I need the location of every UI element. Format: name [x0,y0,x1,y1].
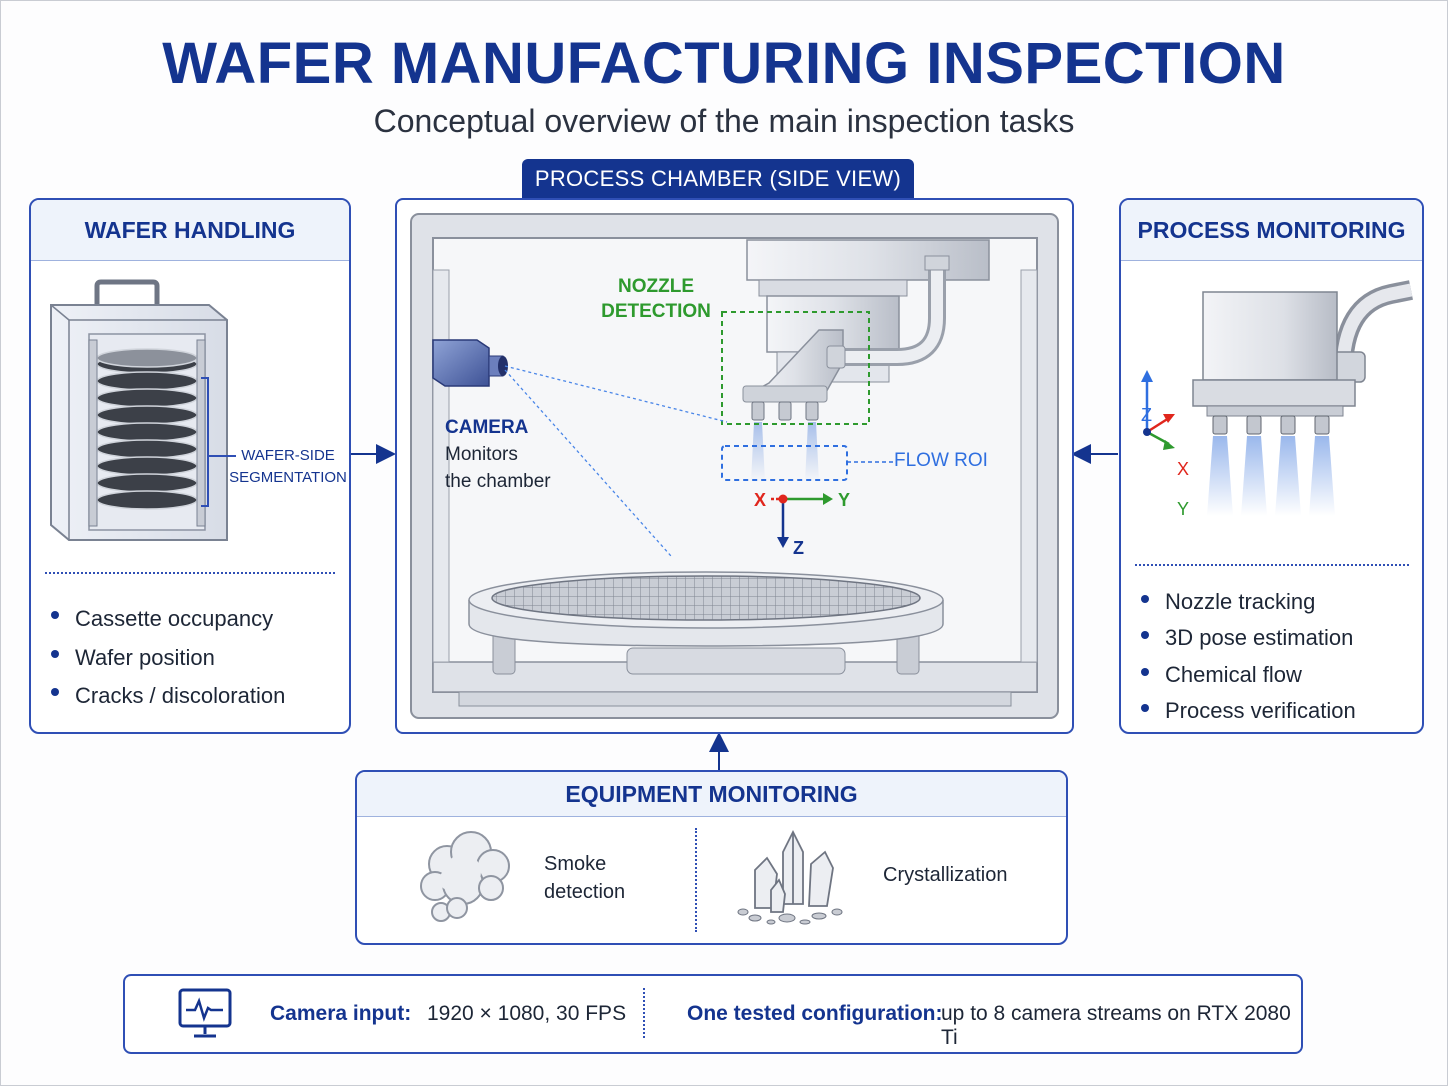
bullet-item: Cassette occupancy [49,600,285,639]
segmentation-line-2: SEGMENTATION [229,469,347,486]
wafer-handling-header: WAFER HANDLING [31,200,349,261]
equipment-monitoring-panel: EQUIPMENT MONITORING Smoke detection [355,770,1068,945]
crystal-icon [737,829,843,925]
axis-z-label: Z [793,538,804,558]
crystallization-label: Crystallization [883,864,1008,886]
wafer-handling-divider [45,572,335,574]
bullet-item: Wafer position [49,639,285,678]
nozzle-detection-box [721,311,870,425]
bullet-item: Process verification [1139,693,1356,729]
process-chamber-panel: NOZZLE DETECTION CAMERA Monitors the cha… [395,198,1074,734]
nozzle-pose-illustration [1141,280,1413,516]
segmentation-line-1: WAFER-SIDE [241,447,335,464]
axis-y-label: Y [838,490,851,510]
chamber-illustration [410,213,1059,719]
flow-roi-label: FLOW ROI [894,450,988,471]
footer-divider [643,988,645,1038]
process-monitoring-header: PROCESS MONITORING [1121,200,1422,261]
process-monitoring-divider [1135,564,1409,566]
process-monitoring-panel: PROCESS MONITORING [1119,198,1424,734]
flow-roi-box [721,445,848,481]
chamber-axes [771,493,833,548]
bullet-item: Chemical flow [1139,657,1356,693]
equipment-monitoring-header: EQUIPMENT MONITORING [357,772,1066,817]
page-title: WAFER MANUFACTURING INSPECTION [162,31,1286,96]
camera-desc-line-2: the chamber [445,471,551,492]
monitoring-axis-y-label: Y [1177,499,1190,519]
smoke-detection-label: Smoke detection [544,850,625,906]
tested-config-value: up to 8 camera streams on RTX 2080 Ti [941,1002,1291,1049]
monitoring-axis-z-label: Z [1141,405,1152,425]
wafer-handling-bullets: Cassette occupancy Wafer position Cracks… [49,600,285,716]
page-subtitle: Conceptual overview of the main inspecti… [373,103,1075,139]
footer-bar: Camera input: 1920 × 1080, 30 FPS One te… [123,974,1303,1054]
camera-input-label: Camera input: [270,1002,412,1025]
smoke-icon [420,831,510,922]
camera-desc-line-1: Monitors [445,444,518,465]
equipment-divider [695,828,697,932]
wafer-cassette-illustration [50,279,236,541]
wafer-handling-panel: WAFER HANDLING [29,198,351,734]
tested-config-label: One tested configuration: [687,1002,943,1025]
wafer-side-segmentation-label: WAFER-SIDE SEGMENTATION [229,445,347,489]
smoke-line-2: detection [544,881,626,903]
process-chamber-tab: PROCESS CHAMBER (SIDE VIEW) [522,159,914,199]
nozzle-detection-label: NOZZLE DETECTION [592,274,720,324]
nozzle-detection-line-2: DETECTION [601,301,711,322]
bullet-item: 3D pose estimation [1139,620,1356,656]
bullet-item: Nozzle tracking [1139,584,1356,620]
camera-label: CAMERA Monitors the chamber [445,414,551,495]
monitor-pulse-icon [178,988,232,1038]
nozzle-detection-line-1: NOZZLE [618,276,694,297]
camera-input-value: 1920 × 1080, 30 FPS [427,1002,627,1025]
monitoring-axis-x-label: X [1177,459,1190,479]
camera-icon [432,339,508,387]
bullet-item: Cracks / discoloration [49,677,285,716]
axis-x-label: X [754,490,767,510]
smoke-line-1: Smoke [544,853,607,875]
camera-title: CAMERA [445,417,529,438]
monitoring-axes [1141,370,1175,450]
process-monitoring-bullets: Nozzle tracking 3D pose estimation Chemi… [1139,584,1356,729]
